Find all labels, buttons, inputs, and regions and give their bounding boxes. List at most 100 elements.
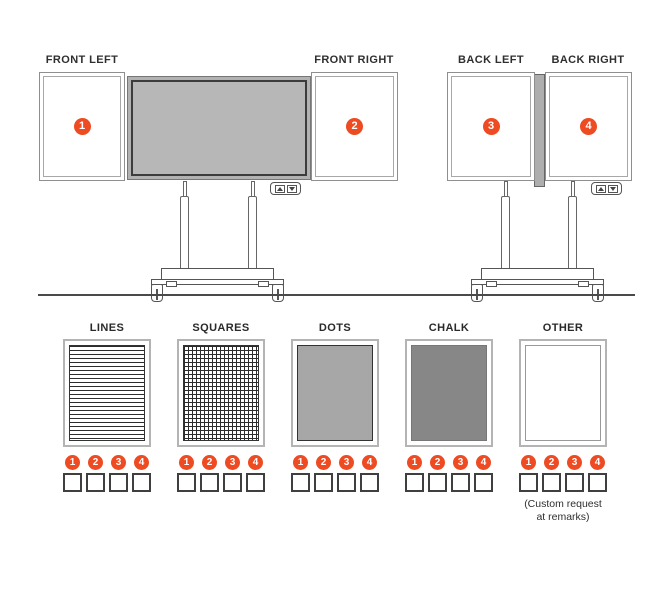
pattern-option-dots: DOTS 1 2 3 4: [291, 322, 379, 524]
panel-number-row: 1 2 3 4: [177, 455, 265, 470]
pattern-option-other: OTHER 1 2 3 4 (Custom request at remarks…: [519, 322, 607, 524]
checkbox-other-1[interactable]: [519, 473, 538, 492]
checkbox-chalk-4[interactable]: [474, 473, 493, 492]
custom-request-note: (Custom request at remarks): [503, 498, 623, 524]
pattern-title-chalk: CHALK: [428, 322, 470, 334]
checkbox-dots-2[interactable]: [314, 473, 333, 492]
stand-base-bar: [471, 279, 604, 285]
badge-3: 3: [567, 455, 582, 470]
stand-column: [501, 196, 510, 270]
checkbox-lines-3[interactable]: [109, 473, 128, 492]
pattern-option-chalk: CHALK 1 2 3 4: [405, 322, 493, 524]
badge-4: 4: [362, 455, 377, 470]
badge-1: 1: [407, 455, 422, 470]
base-latch: [258, 281, 269, 287]
pattern-swatch-other: [519, 339, 607, 447]
checkbox-dots-4[interactable]: [360, 473, 379, 492]
caster-wheel: [592, 284, 604, 302]
pattern-option-lines: LINES 1 2 3 4: [63, 322, 151, 524]
badge-2: 2: [544, 455, 559, 470]
badge-3: 3: [225, 455, 240, 470]
squares-pattern-preview: [183, 345, 259, 441]
badge-2: 2: [88, 455, 103, 470]
front-right-panel-surface: 2: [315, 76, 394, 177]
down-arrow-icon: [607, 184, 618, 193]
caster-wheel: [471, 284, 483, 302]
back-right-label: BACK RIGHT: [551, 54, 625, 66]
dots-pattern-preview: [297, 345, 373, 441]
badge-2: 2: [202, 455, 217, 470]
stand-column: [568, 196, 577, 270]
panel-number-row: 1 2 3 4: [291, 455, 379, 470]
checkbox-other-4[interactable]: [588, 473, 607, 492]
back-mount-strip: [534, 74, 545, 187]
panel-number-row: 1 2 3 4: [63, 455, 151, 470]
pattern-title-squares: SQUARES: [192, 322, 250, 334]
checkbox-chalk-1[interactable]: [405, 473, 424, 492]
checkbox-squares-1[interactable]: [177, 473, 196, 492]
caster-wheel: [272, 284, 284, 302]
panel-number-badge-4: 4: [580, 118, 597, 135]
checkbox-dots-3[interactable]: [337, 473, 356, 492]
badge-1: 1: [521, 455, 536, 470]
front-left-panel: 1: [39, 72, 125, 181]
stand-base-bar: [151, 279, 284, 285]
checkbox-squares-3[interactable]: [223, 473, 242, 492]
back-left-panel: 3: [447, 72, 535, 181]
up-arrow-icon: [595, 184, 606, 193]
front-right-label: FRONT RIGHT: [314, 54, 394, 66]
badge-1: 1: [179, 455, 194, 470]
up-arrow-icon: [274, 184, 285, 193]
badge-1: 1: [65, 455, 80, 470]
checkbox-row: [291, 473, 379, 492]
panel-number-row: 1 2 3 4: [405, 455, 493, 470]
pattern-title-lines: LINES: [89, 322, 125, 334]
lines-pattern-preview: [69, 345, 145, 441]
base-latch: [578, 281, 589, 287]
caster-wheel: [151, 284, 163, 302]
checkbox-lines-2[interactable]: [86, 473, 105, 492]
checkbox-row: [177, 473, 265, 492]
badge-3: 3: [111, 455, 126, 470]
back-left-panel-surface: 3: [451, 76, 531, 177]
checkbox-other-2[interactable]: [542, 473, 561, 492]
base-latch: [166, 281, 177, 287]
badge-4: 4: [590, 455, 605, 470]
checkbox-squares-2[interactable]: [200, 473, 219, 492]
badge-4: 4: [248, 455, 263, 470]
base-latch: [486, 281, 497, 287]
back-right-panel: 4: [545, 72, 632, 181]
pattern-title-dots: DOTS: [318, 322, 352, 334]
panel-number-badge-3: 3: [482, 118, 500, 135]
stand-column: [248, 196, 257, 270]
pattern-swatch-chalk: [405, 339, 493, 447]
height-control-front: [270, 182, 301, 195]
display-unit-front: [127, 76, 311, 180]
pattern-swatch-dots: [291, 339, 379, 447]
down-arrow-icon: [286, 184, 297, 193]
ground-line: [38, 294, 635, 296]
pattern-selector: LINES 1 2 3 4 SQUARES: [63, 322, 607, 524]
pattern-title-other: OTHER: [542, 322, 584, 334]
back-left-label: BACK LEFT: [458, 54, 524, 66]
pattern-option-squares: SQUARES 1 2 3 4: [177, 322, 265, 524]
checkbox-chalk-2[interactable]: [428, 473, 447, 492]
checkbox-lines-4[interactable]: [132, 473, 151, 492]
other-pattern-preview: [525, 345, 601, 441]
back-right-panel-surface: 4: [549, 76, 628, 177]
chalk-pattern-preview: [411, 345, 487, 441]
checkbox-squares-4[interactable]: [246, 473, 265, 492]
badge-2: 2: [430, 455, 445, 470]
panel-number-badge-2: 2: [346, 118, 363, 135]
height-control-back: [591, 182, 622, 195]
checkbox-dots-1[interactable]: [291, 473, 310, 492]
custom-request-note-line1: (Custom request: [524, 498, 602, 510]
checkbox-row: [519, 473, 607, 492]
front-right-panel: 2: [311, 72, 398, 181]
badge-4: 4: [476, 455, 491, 470]
checkbox-chalk-3[interactable]: [451, 473, 470, 492]
custom-request-note-line2: at remarks): [536, 511, 590, 524]
checkbox-other-3[interactable]: [565, 473, 584, 492]
checkbox-lines-1[interactable]: [63, 473, 82, 492]
panel-number-row: 1 2 3 4: [519, 455, 607, 470]
